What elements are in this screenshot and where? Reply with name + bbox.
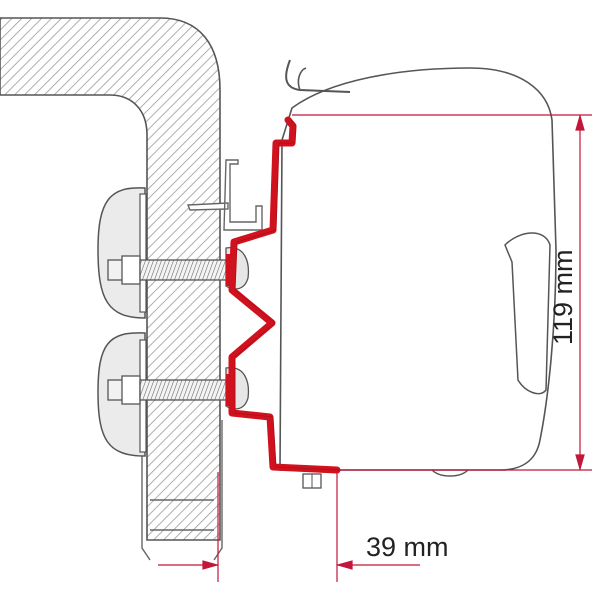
wall-frame-profile xyxy=(141,420,223,561)
awning-cassette xyxy=(279,59,557,477)
offset-dimension-label: 39 mm xyxy=(366,532,449,562)
adapter-bracket xyxy=(228,116,341,474)
mounting-bolt-lower xyxy=(107,375,227,405)
awning-rail-profile xyxy=(186,159,263,231)
dimension-lines xyxy=(158,113,592,582)
mounting-bolt-upper xyxy=(107,255,227,285)
vehicle-wall-section xyxy=(0,17,221,541)
height-dimension-label: 119 mm xyxy=(548,249,578,345)
